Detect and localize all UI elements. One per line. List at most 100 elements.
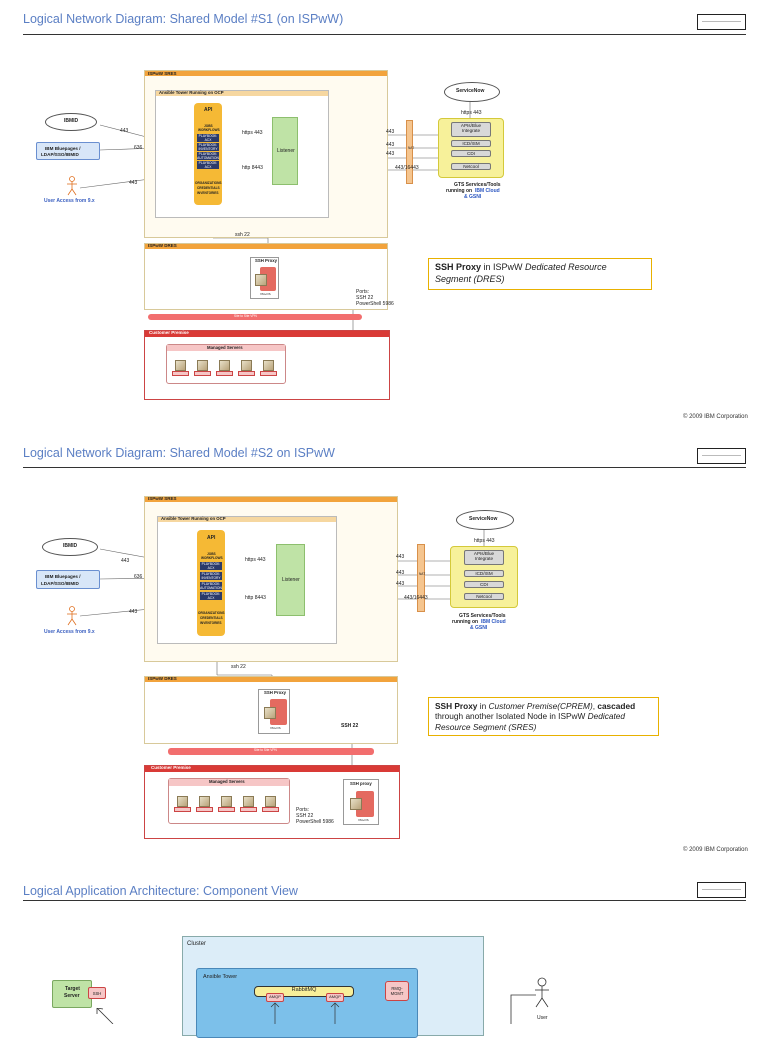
org-label: ORGANIZATIONS xyxy=(198,611,225,615)
gts-item: Netcool xyxy=(451,163,491,170)
customer-label: Customer Premise xyxy=(151,765,191,770)
tower-label: Ansible Tower Running on OCP xyxy=(161,516,226,521)
workflows-label: WORKFLOWS xyxy=(198,128,220,132)
vpn-label: Site to Site VPN xyxy=(234,314,257,318)
vm-tag: VM+OS xyxy=(260,292,271,296)
ssh22-label: ssh 22 xyxy=(231,664,246,670)
tower-box: Ansible Tower Running on OCP xyxy=(157,516,337,644)
firewall-bar: NAT xyxy=(406,120,415,184)
ssh-proxy-label: SSH Proxy xyxy=(255,258,277,263)
slide3-connectors xyxy=(270,1002,340,1024)
ibmid-cloud: IBMID xyxy=(42,538,98,556)
r443a: 443 xyxy=(396,554,405,560)
workflows-label: WORKFLOWS xyxy=(201,556,223,560)
ssh-port: SSH xyxy=(88,987,106,999)
rabbitmq-label: RabbitMQ xyxy=(291,987,317,993)
gts-item: ICD/ISM xyxy=(464,570,504,577)
callout-line2: through another Isolated Node in ISPwW xyxy=(435,711,588,722)
callout-strong2: cascaded xyxy=(597,701,636,711)
port-636: 636 xyxy=(134,574,143,580)
https-443-label: https 443 xyxy=(242,130,263,136)
snow-https-label: https 443 xyxy=(461,110,482,116)
tower-box: Ansible Tower Running on OCP xyxy=(155,90,329,218)
bluepages-line2: LDAP/SSO/IBMID xyxy=(41,152,79,157)
r443b: 443 xyxy=(396,570,405,576)
sres-label: ISPwW SRES xyxy=(148,496,177,501)
playbook-cell: PLAYBOOK: ACX xyxy=(197,161,219,169)
user-icon xyxy=(67,176,77,196)
firewall-bar: NAT xyxy=(417,544,425,612)
ssh-proxy-label: SSH Proxy xyxy=(264,690,286,695)
callout-comma: , xyxy=(592,701,598,711)
server-icon xyxy=(216,360,233,377)
title-rule xyxy=(23,467,746,468)
sres-label: ISPwW SRES xyxy=(148,71,177,76)
copyright-1: © 2009 IBM Corporation xyxy=(683,414,748,420)
playbook-cell: PLAYBOOK: ACX xyxy=(200,592,222,600)
stamp xyxy=(697,448,746,464)
callout-em2: Dedicated Resource Segment (SRES) xyxy=(435,711,626,732)
gts-label-2: running on xyxy=(446,188,473,194)
slide3-title: Logical Application Architecture: Compon… xyxy=(23,884,298,898)
r443d: 443/16443 xyxy=(395,165,419,171)
ibmid-label: IBMID xyxy=(63,543,78,549)
ssh-proxy-customer-box: SSH proxy VM+OS xyxy=(343,779,379,825)
server-icon xyxy=(218,796,235,813)
callout-mid: in ISPwW xyxy=(481,262,526,272)
callout-s1: SSH Proxy in ISPwW Dedicated Resource Se… xyxy=(428,258,652,290)
gts-label-ibm: IBM Cloud xyxy=(475,188,500,194)
gts-label-1: GTS Services/Tools xyxy=(459,613,506,619)
firewall-label: NAT xyxy=(408,146,415,150)
gts-item: CDI xyxy=(451,150,491,157)
bluepages-box: IBM Bluepages / LDAP/SSO/IBMID xyxy=(36,570,100,589)
gts-label-3: & GSNI xyxy=(464,194,482,200)
ansible-tower-label: Ansible Tower xyxy=(203,974,238,980)
gts-label-2: running on xyxy=(452,619,479,625)
gts-item: Netcool xyxy=(464,593,504,600)
port-636: 636 xyxy=(134,145,143,151)
ssh-proxy-box: SSH Proxy VM+OS xyxy=(258,689,290,734)
user-access-label: User Access from 9.x xyxy=(44,629,95,635)
server-icon xyxy=(260,360,277,377)
tower-label: Ansible Tower Running on OCP xyxy=(159,90,224,95)
api-column: API JOBS WORKFLOWS PLAYBOOK: ACX PLAYBOO… xyxy=(194,103,222,205)
ssh22-cascade-label: SSH 22 xyxy=(341,723,359,729)
callout-in: in xyxy=(477,701,489,711)
managed-label: Managed Servers xyxy=(209,779,245,784)
ports-line1: Ports: xyxy=(356,289,370,295)
bluepages-line2: LDAP/SSO/IBMID xyxy=(41,581,79,586)
port-443-ibmid: 443 xyxy=(120,128,129,134)
ssh-proxy-customer-label: SSH proxy xyxy=(350,781,372,786)
callout-s2: SSH Proxy in Customer Premise(CPREM), ca… xyxy=(428,697,659,736)
gts-label-1: GTS Services/Tools xyxy=(454,182,501,188)
ports-line3: PowerShell 5986 xyxy=(296,819,334,825)
inv-label: INVENTORIES xyxy=(197,191,219,195)
rabbitmq-box: RabbitMQ xyxy=(254,986,354,997)
vm-tag: VM+OS xyxy=(270,726,281,730)
server-icon xyxy=(262,796,279,813)
ibmid-cloud: IBMID xyxy=(45,113,97,131)
playbook-cell: PLAYBOOK: ACX xyxy=(197,134,219,142)
slide2-title: Logical Network Diagram: Shared Model #S… xyxy=(23,446,335,460)
https-443-label: https 443 xyxy=(245,557,266,563)
dres-label: ISPwW DRES xyxy=(148,243,177,248)
server-icon xyxy=(194,360,211,377)
bluepages-box: IBM Bluepages / LDAP/SSO/IBMID xyxy=(36,142,100,160)
listener-box: Listener xyxy=(276,544,305,616)
server-icon xyxy=(196,796,213,813)
bluepages-line1: IBM Bluepages / xyxy=(45,574,81,579)
stamp xyxy=(697,882,746,898)
servicenow-label: ServiceNow xyxy=(456,88,485,94)
firewall-label: NAT xyxy=(419,572,426,576)
ports-line2: SSH 22 xyxy=(296,813,314,819)
jobs-label: JOBS xyxy=(204,124,213,128)
servicenow-cloud: ServiceNow xyxy=(444,82,500,102)
creds-label: CREDENTIALS xyxy=(197,186,220,190)
api-column: API JOBS WORKFLOWS PLAYBOOK: ACX PLAYBOO… xyxy=(197,530,225,636)
creds-label: CREDENTIALS xyxy=(200,616,223,620)
playbook-cell: PLAYBOOK: AUTOMATION xyxy=(200,582,222,590)
title-rule xyxy=(23,900,746,901)
ssh-connector xyxy=(96,1008,114,1024)
playbook-cell: PLAYBOOK: AUTOMATION xyxy=(197,152,219,160)
http-8443-label: http 8443 xyxy=(245,595,266,601)
